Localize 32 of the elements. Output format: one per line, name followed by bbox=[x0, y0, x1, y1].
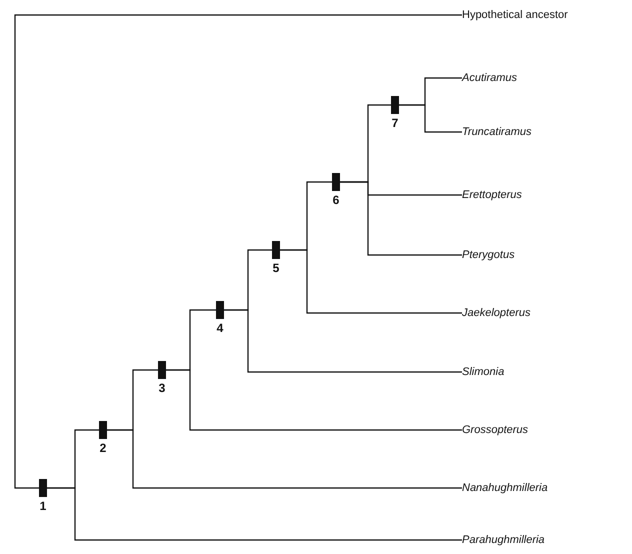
taxon-label: Jaekelopterus bbox=[462, 306, 530, 320]
node-number: 7 bbox=[390, 116, 400, 130]
character-bar bbox=[272, 241, 280, 259]
branch-line bbox=[107, 429, 462, 489]
taxon-label: Acutiramus bbox=[462, 71, 518, 85]
branch-line bbox=[340, 181, 462, 256]
branch-line bbox=[14, 14, 462, 489]
character-bar bbox=[99, 421, 107, 439]
taxon-label: Pterygotus bbox=[462, 248, 515, 262]
character-bar bbox=[158, 361, 166, 379]
node-number: 6 bbox=[332, 193, 340, 207]
taxon-label: Hypothetical ancestor bbox=[462, 8, 568, 22]
node-number: 2 bbox=[98, 441, 108, 455]
character-bar bbox=[216, 301, 224, 319]
node-number: 4 bbox=[216, 321, 224, 335]
taxon-label: Parahughmilleria bbox=[462, 533, 545, 547]
branch-line bbox=[280, 249, 462, 314]
node-number: 5 bbox=[272, 261, 280, 275]
branch-line bbox=[224, 309, 462, 373]
taxon-label: Grossopterus bbox=[462, 423, 528, 437]
branch-line bbox=[47, 487, 462, 541]
branch-line bbox=[166, 369, 462, 431]
character-bar bbox=[391, 96, 399, 114]
taxon-label: Slimonia bbox=[462, 365, 504, 379]
taxon-label: Nanahughmilleria bbox=[462, 481, 548, 495]
node-number: 3 bbox=[158, 381, 166, 395]
character-bar bbox=[39, 479, 47, 497]
taxon-label: Truncatiramus bbox=[462, 125, 532, 139]
taxon-label: Erettopterus bbox=[462, 188, 522, 202]
node-number: 1 bbox=[38, 499, 48, 513]
character-bar bbox=[332, 173, 340, 191]
branch-line bbox=[399, 104, 462, 133]
